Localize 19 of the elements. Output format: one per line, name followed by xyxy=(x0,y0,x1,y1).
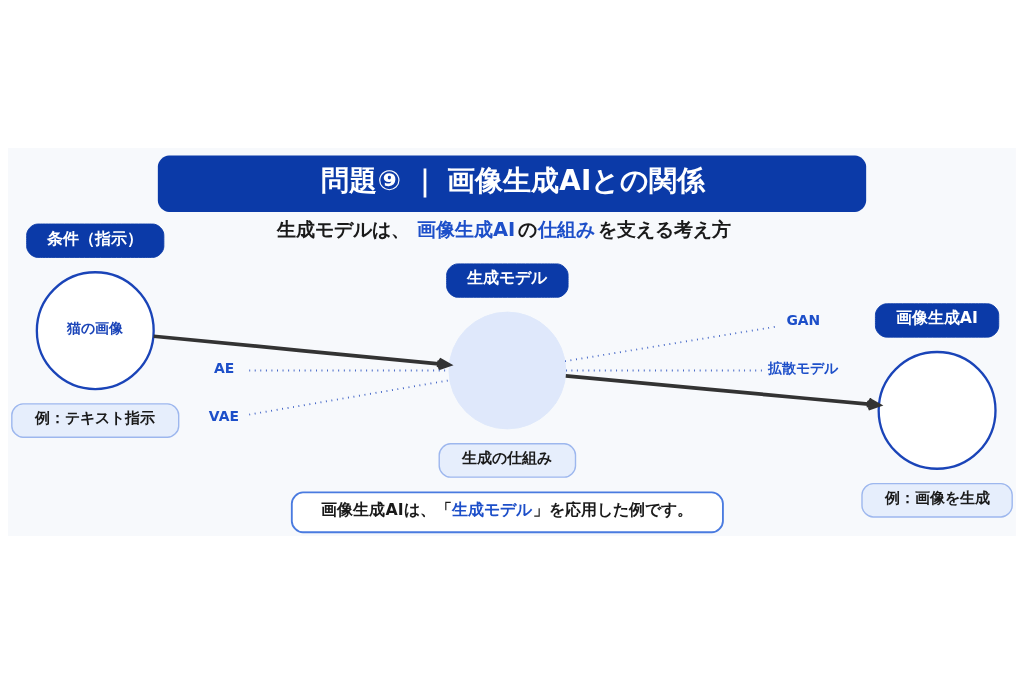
node-box: 画像生成AIは、「生成モデル」を応用した例です。 xyxy=(290,491,724,533)
node-text: AE xyxy=(213,359,235,376)
node-box: 生成の仕組み xyxy=(438,442,577,478)
node-text: GAN xyxy=(786,311,821,328)
connector xyxy=(248,378,451,415)
node-box: 例：テキスト指示 xyxy=(11,402,180,438)
diagram-title: 問題⑨ ｜ 画像生成AIとの関係 xyxy=(321,163,706,197)
label: 生成モデルは、画像生成AIの仕組みを支える考え方 xyxy=(276,217,731,241)
node-text: 拡散モデル xyxy=(768,359,839,376)
node-circle: 猫の画像 xyxy=(35,270,155,390)
node-box: 画像生成AI xyxy=(874,302,1000,338)
node-box: 例：画像を生成 xyxy=(861,482,1013,518)
node-circle xyxy=(448,311,567,429)
node-circle xyxy=(877,350,997,470)
arrow xyxy=(565,373,881,411)
node-box: 条件（指示） xyxy=(26,223,165,258)
node-box: 生成モデル xyxy=(446,262,569,298)
node-text: VAE xyxy=(208,407,239,424)
arrow xyxy=(153,333,451,370)
